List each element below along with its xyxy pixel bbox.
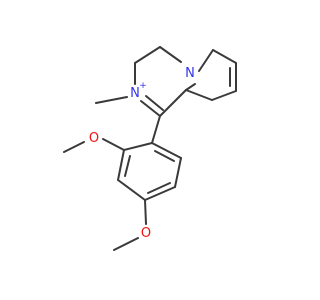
bond-n-iminium-methyl [95, 96, 128, 104]
bond-c-ortho-c-meta-inner [124, 155, 131, 177]
bond-c-ortho2-c-ipso-inner [154, 150, 175, 162]
bond-c-beta2-c-fusion [211, 90, 237, 101]
oxygen-label-ortho-methoxy: O [89, 131, 99, 146]
bond-c-para-o [144, 199, 147, 225]
bond-c-ortho2-c-ipso [151, 142, 182, 159]
chemical-structure-drawing: N N + O O [63, 46, 237, 251]
bond-c-fusion-n-pyrrole [185, 83, 196, 91]
bond-c-imine-c-fusion2 [159, 89, 187, 117]
bond-o-methyl-ortho [63, 141, 85, 153]
bond-n-iminium-c-imine-double [145, 95, 164, 111]
bond-n-pyrrole-ch2-a [159, 46, 182, 63]
bond-n-iminium-c-imine [140, 100, 161, 117]
bond-c-para-c-meta2 [144, 186, 176, 201]
bond-c-imine-c-ipso [151, 115, 161, 144]
bond-c-alpha-c-beta [212, 49, 237, 64]
positive-charge-mark: + [139, 81, 147, 91]
bond-c-ipso-c-ortho [123, 142, 153, 151]
atom-labels: N N + O O [89, 66, 195, 241]
bond-c-para-c-meta2-inner [147, 182, 171, 194]
bond-ch2-a-ch2-b [134, 46, 161, 64]
bond-c-meta-c-para [117, 179, 146, 201]
bond-c-ortho-o [102, 138, 125, 151]
bond-n-pyrrole-c-alpha [198, 49, 214, 72]
nitrogen-label-iminium: N [130, 86, 140, 101]
bond-o-methyl-para [113, 237, 139, 251]
bond-lines [63, 46, 237, 251]
bond-c-fusion-c-fusion2 [185, 89, 213, 101]
oxygen-label-para-methoxy: O [141, 226, 151, 241]
bond-c-ortho-c-meta [117, 149, 125, 181]
nitrogen-label-pyrrole: N [185, 66, 195, 81]
bond-c-meta2-c-ortho2 [174, 157, 182, 188]
